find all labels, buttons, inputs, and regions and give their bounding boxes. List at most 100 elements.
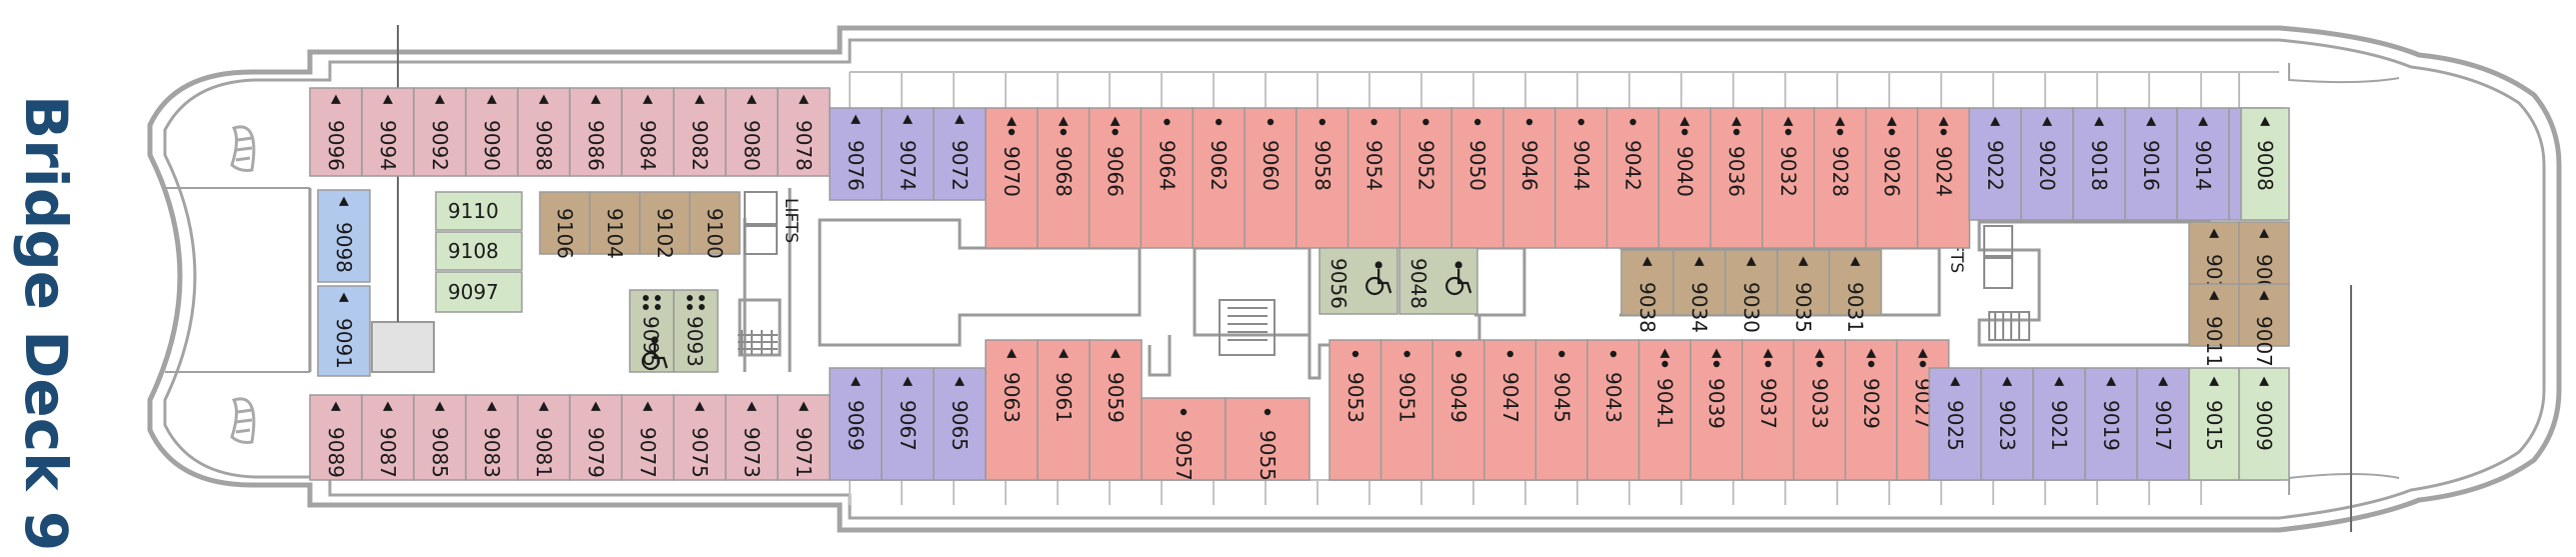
cabin-9038[interactable]: 9038	[1620, 249, 1674, 333]
cabin-9046[interactable]: 9046	[1502, 107, 1556, 249]
cabin-9064[interactable]: 9064	[1140, 107, 1195, 249]
cabin-9017[interactable]: 9017	[2136, 367, 2190, 481]
cabin-9037[interactable]: 9037	[1741, 339, 1795, 481]
cabin-9049[interactable]: 9049	[1431, 339, 1485, 481]
cabin-9063[interactable]: 9063	[985, 339, 1039, 481]
cabin-9096[interactable]: 9096	[309, 87, 363, 177]
cabin-9058[interactable]: 9058	[1295, 107, 1349, 249]
cabin-9021[interactable]: 9021	[2032, 367, 2086, 481]
cabin-9043[interactable]: 9043	[1586, 339, 1640, 481]
cabin-number: 9091	[332, 318, 356, 369]
cabin-9055[interactable]: 9055	[1225, 397, 1310, 481]
cabin-9014[interactable]: 9014	[2176, 107, 2230, 221]
cabin-9032[interactable]: 9032	[1761, 107, 1815, 249]
cabin-9062[interactable]: 9062	[1192, 107, 1246, 249]
cabin-9102[interactable]: 9102	[639, 191, 691, 259]
cabin-9091[interactable]: 9091	[317, 285, 371, 377]
cabin-9048[interactable]: 9048	[1398, 247, 1478, 315]
cabin-9071[interactable]: 9071	[777, 394, 831, 481]
cabin-9020[interactable]: 9020	[2020, 107, 2074, 221]
cabin-9108[interactable]: 9108	[435, 231, 523, 271]
cabin-9079[interactable]: 9079	[569, 394, 623, 481]
cabin-9087[interactable]: 9087	[361, 394, 415, 481]
cabin-9088[interactable]: 9088	[517, 87, 571, 177]
cabin-9040[interactable]: 9040	[1657, 107, 1712, 249]
cabin-9106[interactable]: 9106	[539, 191, 591, 259]
cabin-9022[interactable]: 9022	[1968, 107, 2022, 221]
cabin-9045[interactable]: 9045	[1534, 339, 1589, 481]
cabin-9090[interactable]: 9090	[465, 87, 519, 177]
cabin-9075[interactable]: 9075	[673, 394, 727, 481]
cabin-9036[interactable]: 9036	[1709, 107, 1763, 249]
cabin-9095[interactable]: 9095	[629, 289, 675, 373]
cabin-9074[interactable]: 9074	[881, 107, 935, 201]
cabin-9023[interactable]: 9023	[1980, 367, 2034, 481]
cabin-9057[interactable]: 9057	[1141, 397, 1227, 481]
cabin-9044[interactable]: 9044	[1554, 107, 1608, 249]
cabin-9110[interactable]: 9110	[435, 191, 523, 231]
cabin-9028[interactable]: 9028	[1813, 107, 1867, 249]
cabin-9018[interactable]: 9018	[2072, 107, 2126, 221]
cabin-9094[interactable]: 9094	[361, 87, 415, 177]
cabin-9041[interactable]: 9041	[1637, 339, 1692, 481]
cabin-9025[interactable]: 9025	[1928, 367, 1982, 481]
cabin-9051[interactable]: 9051	[1379, 339, 1434, 481]
cabin-number: 9039	[1704, 378, 1728, 429]
cabin-9008[interactable]: 9008	[2240, 107, 2290, 221]
cabin-9033[interactable]: 9033	[1792, 339, 1847, 481]
cabin-9053[interactable]: 9053	[1328, 339, 1382, 481]
cabin-9030[interactable]: 9030	[1724, 249, 1778, 333]
cabin-9015[interactable]: 9015	[2188, 367, 2240, 481]
cabin-9039[interactable]: 9039	[1689, 339, 1743, 481]
cabin-9065[interactable]: 9065	[933, 367, 987, 481]
cabin-9086[interactable]: 9086	[569, 87, 623, 177]
cabin-9069[interactable]: 9069	[829, 367, 883, 481]
cabin-9034[interactable]: 9034	[1672, 249, 1726, 333]
cabin-9078[interactable]: 9078	[777, 87, 831, 177]
cabin-9073[interactable]: 9073	[725, 394, 779, 481]
cabin-9024[interactable]: 9024	[1916, 107, 1971, 249]
cabin-9052[interactable]: 9052	[1398, 107, 1453, 249]
cabin-number: 9084	[636, 120, 660, 171]
cabin-number: 9108	[448, 239, 499, 263]
cabin-9050[interactable]: 9050	[1450, 107, 1504, 249]
cabin-9047[interactable]: 9047	[1483, 339, 1537, 481]
cabin-9067[interactable]: 9067	[881, 367, 935, 481]
cabin-9104[interactable]: 9104	[589, 191, 641, 259]
cabin-9082[interactable]: 9082	[673, 87, 727, 177]
cabin-9031[interactable]: 9031	[1828, 249, 1882, 333]
cabin-9054[interactable]: 9054	[1346, 107, 1401, 249]
cabin-9029[interactable]: 9029	[1844, 339, 1898, 481]
cabin-number: 9049	[1446, 372, 1470, 423]
cabin-9097[interactable]: 9097	[435, 271, 523, 313]
cabin-9061[interactable]: 9061	[1037, 339, 1091, 481]
cabin-9007[interactable]: 9007	[2238, 283, 2290, 367]
cabin-9042[interactable]: 9042	[1605, 107, 1660, 249]
cabin-9085[interactable]: 9085	[413, 394, 467, 481]
cabin-9072[interactable]: 9072	[933, 107, 987, 201]
cabin-9019[interactable]: 9019	[2084, 367, 2138, 481]
cabin-9076[interactable]: 9076	[829, 107, 883, 201]
cabin-number: 9066	[1104, 146, 1128, 197]
cabin-9080[interactable]: 9080	[725, 87, 779, 177]
cabin-9059[interactable]: 9059	[1089, 339, 1143, 481]
cabin-9081[interactable]: 9081	[517, 394, 571, 481]
cabin-9070[interactable]: 9070	[985, 107, 1039, 249]
cabin-9068[interactable]: 9068	[1037, 107, 1091, 249]
cabin-9100[interactable]: 9100	[689, 191, 741, 259]
cabin-9026[interactable]: 9026	[1864, 107, 1919, 249]
cabin-9016[interactable]: 9016	[2124, 107, 2178, 221]
cabin-9084[interactable]: 9084	[621, 87, 675, 177]
cabin-9098[interactable]: 9098	[317, 189, 371, 283]
cabin-9089[interactable]: 9089	[309, 394, 363, 481]
cabin-9083[interactable]: 9083	[465, 394, 519, 481]
cabin-9009[interactable]: 9009	[2238, 367, 2290, 481]
cabin-9066[interactable]: 9066	[1088, 107, 1143, 249]
cabin-9035[interactable]: 9035	[1776, 249, 1830, 333]
cabin-9056[interactable]: 9056	[1318, 247, 1398, 315]
cabin-9077[interactable]: 9077	[621, 394, 675, 481]
cabin-9011[interactable]: 9011	[2188, 283, 2240, 367]
cabin-9092[interactable]: 9092	[413, 87, 467, 177]
cabin-9093[interactable]: 9093	[673, 289, 719, 373]
cabin-9060[interactable]: 9060	[1244, 107, 1297, 249]
